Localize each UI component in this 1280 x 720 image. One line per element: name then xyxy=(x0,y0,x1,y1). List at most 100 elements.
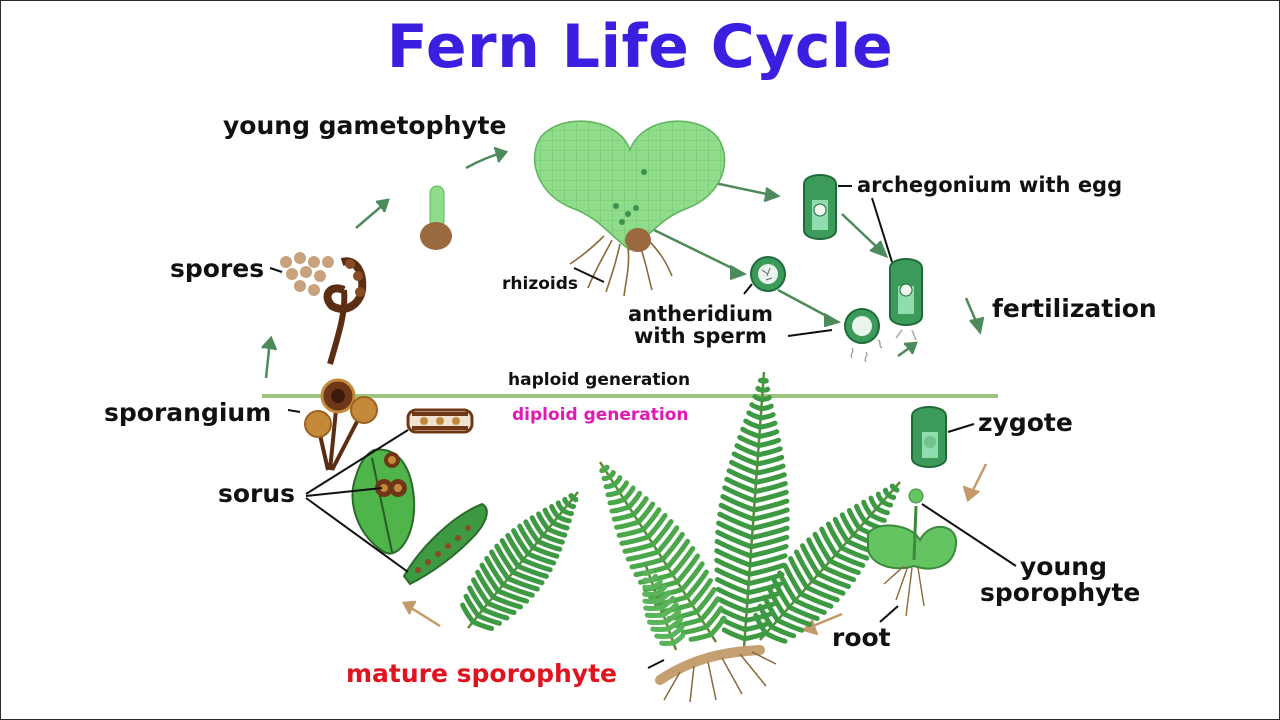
frond-leaflet xyxy=(699,596,721,622)
frond-leaflet xyxy=(694,587,717,615)
frond-leaflet xyxy=(665,538,691,570)
frond-leaflet xyxy=(716,520,755,541)
frond-leaflet xyxy=(680,624,709,636)
frond-leaflet xyxy=(660,531,685,562)
gametophyte-icon xyxy=(533,120,726,297)
label-with-sperm: with sperm xyxy=(634,324,767,348)
archegonium-icon xyxy=(889,258,923,341)
frond-leaflet xyxy=(629,557,666,570)
frond-leaflet xyxy=(751,498,790,513)
zygote-pointer xyxy=(947,423,975,433)
frond-leaflet xyxy=(601,474,613,482)
label-antheridium: antheridium xyxy=(628,302,773,326)
frond-icon xyxy=(460,491,579,631)
frond-leaflet xyxy=(882,487,891,498)
frond-leaflet xyxy=(510,569,545,586)
frond-icon xyxy=(598,461,727,643)
frond-leaflet xyxy=(659,602,695,615)
frond-leaflet xyxy=(792,598,827,615)
frond-leaflet xyxy=(734,443,761,458)
arrow-icon xyxy=(261,335,278,379)
frond-leaflet xyxy=(654,633,674,640)
frond-leaflet xyxy=(752,480,788,495)
frond-leaflet xyxy=(650,626,671,633)
frond-leaflet xyxy=(616,527,646,538)
frond-leaflet xyxy=(505,576,540,592)
frond-leaflet xyxy=(688,632,714,642)
frond-leaflet xyxy=(460,602,476,625)
frond-leaflet xyxy=(763,630,788,644)
frond-leaflet xyxy=(684,569,709,600)
frond-leaflet xyxy=(529,515,546,538)
frond-leaflet xyxy=(832,516,850,544)
frond-leaflet xyxy=(562,496,571,507)
frond-leaflet xyxy=(756,429,780,439)
frond-leaflet xyxy=(766,586,786,617)
frond-leaflet xyxy=(754,463,786,476)
frond-leaflet xyxy=(715,529,754,550)
frond-leaflet xyxy=(721,627,748,642)
frond-leaflet xyxy=(644,612,666,619)
frond-leaflet xyxy=(724,476,758,495)
frond-leaflet xyxy=(833,551,866,568)
frond-leaflet xyxy=(755,385,766,393)
frond-leaflet xyxy=(619,534,651,546)
sorus-pointers xyxy=(305,429,409,573)
frond-leaflet xyxy=(726,468,759,485)
frond-leaflet xyxy=(717,511,756,531)
arrow-icon xyxy=(465,146,509,170)
frond-leaflet xyxy=(771,578,792,610)
young-sporophyte-pointer xyxy=(921,503,1017,567)
frond-leaflet xyxy=(786,604,820,622)
frond-leaflet xyxy=(659,640,676,647)
frond-leaflet xyxy=(475,569,496,600)
frond-leaflet xyxy=(642,577,654,584)
frond-leaflet xyxy=(642,598,661,605)
frond-leaflet xyxy=(753,472,787,485)
frond-leaflet xyxy=(642,591,659,598)
archegonium-pointer-2 xyxy=(871,197,893,263)
frond-leaflet xyxy=(755,446,783,458)
frond-leaflet xyxy=(479,562,501,594)
frond-leaflet xyxy=(749,525,790,541)
frond-leaflet xyxy=(793,549,815,584)
frond-leaflet xyxy=(525,551,557,566)
arrow-icon xyxy=(964,297,985,335)
frond-leaflet xyxy=(846,507,862,531)
frond-leaflet xyxy=(720,493,757,513)
frond-leaflet xyxy=(748,543,789,559)
antheridium-pointer xyxy=(743,283,753,295)
frond-leaflet xyxy=(729,459,760,476)
frond-leaflet xyxy=(536,511,551,532)
frond-leaflet xyxy=(505,532,526,563)
frond-leaflet xyxy=(530,545,560,559)
frond-leaflet xyxy=(839,512,856,538)
frond-leaflet xyxy=(716,596,750,614)
frond-leaflet xyxy=(642,584,656,591)
frond-leaflet xyxy=(799,543,821,577)
frond-leaflet xyxy=(812,531,833,564)
frond-leaflet xyxy=(804,584,840,603)
frond-icon xyxy=(753,481,901,644)
frond-leaflet xyxy=(603,482,617,490)
frond-leaflet xyxy=(549,504,561,520)
frond-leaflet xyxy=(750,507,790,522)
frond-leaflet xyxy=(605,489,622,498)
arrow-icon xyxy=(649,226,747,281)
spores-pointer xyxy=(269,267,283,273)
archegonium-icon xyxy=(803,174,837,240)
frond-leaflet xyxy=(798,591,834,609)
zygote-icon xyxy=(911,406,947,468)
frond-leaflet xyxy=(854,503,868,524)
frond-leaflet xyxy=(788,556,810,590)
frond-leaflet xyxy=(762,594,780,623)
sporangium-pointer xyxy=(287,409,301,413)
frond-leaflet xyxy=(749,402,764,412)
frond-leaflet xyxy=(607,497,627,506)
frond-leaflet xyxy=(625,549,661,562)
frond-leaflet xyxy=(494,543,516,575)
rhizoids-pointer xyxy=(573,267,605,283)
frond-leaflet xyxy=(810,578,846,596)
arrow-icon xyxy=(897,341,918,358)
label-zygote: zygote xyxy=(978,408,1073,437)
